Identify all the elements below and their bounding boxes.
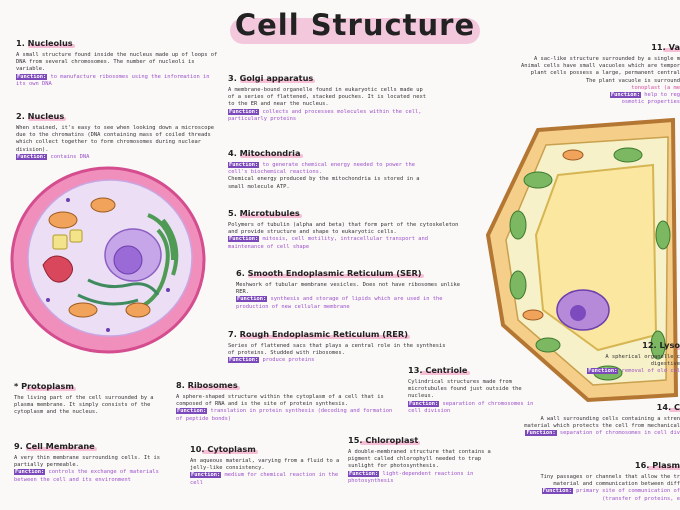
section-rer: 7. Rough Endoplasmic Reticulum (RER) Ser…	[228, 322, 453, 365]
nucleus-body: When stained, it's easy to see when look…	[16, 125, 214, 153]
rer-function-label: Function:	[228, 357, 260, 364]
golgi-body: A membrane-bound organelle found in euka…	[228, 87, 426, 108]
ser-function: synthesis and storage of lipids which ar…	[236, 296, 443, 310]
cell-membrane-function-label: Function:	[14, 469, 46, 476]
vacuole-function-label: Function:	[609, 92, 642, 99]
ribosomes-function: translation in protein synthesis (decodi…	[176, 408, 393, 422]
centriole-heading: 13. Centriole	[408, 365, 469, 375]
section-plasmodesmata: 16. Plasm Tiny passages or channels that…	[500, 453, 680, 503]
cytoplasm-body: An aqueous material, varying from a flui…	[190, 458, 340, 472]
microtubules-function-label: Function:	[228, 236, 260, 243]
mitochondria-heading: 4. Mitochondria	[228, 148, 303, 158]
section-mitochondria: 4. Mitochondria Function: to generate ch…	[228, 141, 428, 191]
centriole-function: separation of chromosomes in cell divisi…	[408, 400, 534, 414]
plasmodesmata-function-label: Function:	[541, 488, 573, 495]
section-ser: 6. Smooth Endoplasmic Reticulum (SER) Me…	[236, 261, 461, 311]
ser-function-label: Function:	[236, 296, 268, 303]
ribosomes-function-label: Function:	[176, 408, 208, 415]
vacuole-body-4: The plant vacuole is surround	[585, 77, 680, 84]
nucleus-function-label: Function:	[16, 153, 48, 160]
title-highlight	[230, 18, 480, 44]
section-vacuole: 11. Va A sac-like structure surrounded b…	[470, 35, 680, 106]
plasmodesmata-function-2: (transfer of proteins, e	[602, 495, 680, 502]
nucleus-heading: 2. Nucleus	[16, 111, 67, 121]
poster-title: Cell Structure	[230, 8, 480, 46]
plasmodesmata-body-2: material and communication between diff	[553, 481, 680, 488]
nucleolus-function-label: Function:	[16, 73, 48, 80]
chloroplast-heading: 15. Chloroplast	[348, 435, 421, 445]
lysosome-heading: 12. Lyso	[642, 340, 680, 350]
ser-heading: 6. Smooth Endoplasmic Reticulum (SER)	[236, 268, 423, 278]
section-ribosomes: 8. Ribosomes A sphere-shaped structure w…	[176, 373, 398, 423]
cytoplasm-heading: 10. Cytoplasm	[190, 444, 258, 454]
section-microtubules: 5. Microtubules Polymers of tubulin (alp…	[228, 201, 463, 251]
vacuole-tonoplast: tonoplast (a me	[631, 84, 680, 91]
plant-cell-illustration	[485, 117, 678, 403]
vacuole-function-2: osmotic properties	[621, 99, 680, 106]
ribosomes-body: A sphere-shaped structure within the cyt…	[176, 394, 384, 408]
vacuole-body-1: A sac-like structure surrounded by a sin…	[533, 56, 680, 62]
lysosome-body-1: A spherical organelle c	[605, 354, 680, 360]
microtubules-function: mitosis, cell motility, intracellular tr…	[228, 236, 428, 250]
cell-wall-function-label: Function:	[525, 430, 557, 437]
nucleus-function: contains DNA	[50, 153, 90, 160]
cell-wall-body-1: A wall surrounding cells containing a st…	[540, 416, 680, 422]
section-chloroplast: 15. Chloroplast A double-membraned struc…	[348, 428, 498, 485]
section-golgi: 3. Golgi apparatus A membrane-bound orga…	[228, 66, 428, 123]
rer-heading: 7. Rough Endoplasmic Reticulum (RER)	[228, 329, 410, 339]
golgi-function: collects and processes molecules within …	[228, 108, 422, 122]
cell-wall-function: separation of chromosomes in cell div	[559, 430, 680, 437]
plasmodesmata-heading: 16. Plasm	[634, 460, 680, 470]
mitochondria-body: Chemical energy produced by the mitochon…	[228, 176, 420, 190]
microtubules-heading: 5. Microtubules	[228, 208, 302, 218]
nucleolus-body: A small structure found inside the nucle…	[16, 52, 218, 73]
centriole-function-label: Function:	[408, 400, 440, 407]
section-nucleolus: 1. Nucleolus A small structure found ins…	[16, 31, 221, 88]
ser-body: Meshwork of tubular membrane vesicles. D…	[236, 282, 460, 296]
section-cell-membrane: 9. Cell Membrane A very thin membrane su…	[14, 434, 184, 484]
section-protoplasm: * Protoplasm The living part of the cell…	[14, 374, 164, 417]
lysosome-function: removal of old cel	[621, 368, 680, 375]
centriole-body: Cylindrical structures made from microtu…	[408, 379, 522, 400]
vacuole-heading: 11. Va	[651, 42, 680, 52]
plasmodesmata-function-1: primary site of communication of	[576, 488, 680, 495]
animal-cell-illustration	[10, 166, 206, 354]
cell-membrane-body: A very thin membrane surrounding cells. …	[14, 455, 161, 469]
vacuole-function-1: help to reg	[644, 92, 680, 99]
cell-membrane-heading: 9. Cell Membrane	[14, 441, 97, 451]
nucleolus-function: to manufacture ribosomes using the infor…	[16, 73, 210, 87]
section-lysosome: 12. Lyso A spherical organelle c digesti…	[560, 333, 680, 376]
mitochondria-function: to generate chemical energy needed to po…	[228, 162, 416, 176]
microtubules-body: Polymers of tubulin (alpha and beta) tha…	[228, 222, 459, 236]
vacuole-body-2: Animal cells have small vacuoles which a…	[520, 63, 680, 70]
cytoplasm-function: medium for chemical reaction in the cell	[190, 472, 339, 486]
ribosomes-heading: 8. Ribosomes	[176, 380, 240, 390]
golgi-heading: 3. Golgi apparatus	[228, 73, 316, 83]
golgi-function-label: Function:	[228, 108, 260, 115]
section-cell-wall: 14. C A wall surrounding cells containin…	[500, 395, 680, 438]
protoplasm-body: The living part of the cell surrounded b…	[14, 395, 154, 416]
chloroplast-function-label: Function:	[348, 470, 380, 477]
cell-membrane-function: controls the exchange of materials betwe…	[14, 469, 159, 483]
rer-body: Series of flattened sacs that plays a ce…	[228, 343, 446, 357]
protoplasm-heading: * Protoplasm	[14, 381, 76, 391]
plasmodesmata-body-1: Tiny passages or channels that allow the…	[540, 474, 680, 480]
section-cytoplasm: 10. Cytoplasm An aqueous material, varyi…	[190, 437, 340, 487]
cell-wall-body-2: material which protects the cell from me…	[524, 423, 680, 430]
chloroplast-function: light-dependent reactions in photosynthe…	[348, 470, 474, 484]
chloroplast-body: A double-membraned structure that contai…	[348, 449, 491, 470]
lysosome-body-2: digestive	[650, 361, 680, 368]
cell-wall-heading: 14. C	[656, 402, 680, 412]
nucleolus-heading: 1. Nucleolus	[16, 38, 75, 48]
section-nucleus: 2. Nucleus When stained, it's easy to se…	[16, 104, 221, 161]
vacuole-body-3: plant cells possess a large, permanent c…	[530, 70, 680, 77]
cytoplasm-function-label: Function:	[190, 472, 222, 479]
lysosome-function-label: Function:	[587, 368, 619, 375]
rer-function: produce proteins	[262, 357, 315, 364]
section-centriole: 13. Centriole Cylindrical structures mad…	[408, 358, 548, 415]
title-text: Cell Structure	[234, 8, 476, 42]
mitochondria-function-label: Function:	[228, 162, 260, 168]
